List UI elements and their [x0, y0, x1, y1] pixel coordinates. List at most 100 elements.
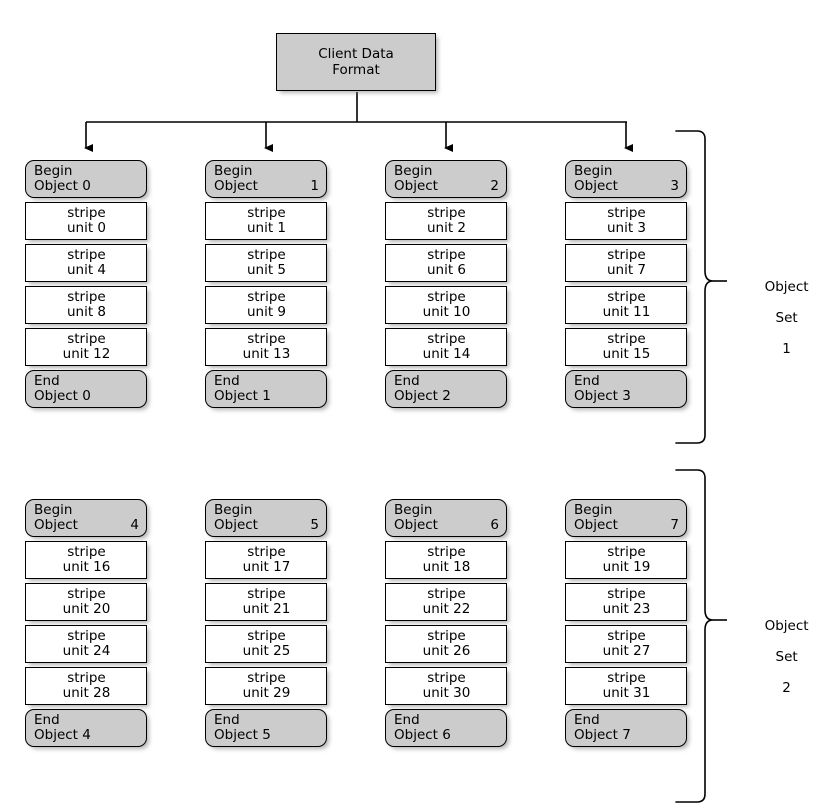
- object-set-2-line-2: Set: [775, 648, 798, 665]
- stripe-unit-line-1: stripe: [607, 627, 646, 644]
- stripe-unit-line-2: unit 31: [602, 685, 651, 701]
- begin-object-label: Begin: [574, 501, 613, 518]
- end-object-label: End: [574, 711, 600, 728]
- end-object-name: Object 2: [394, 388, 451, 404]
- stripe-unit-line-2: unit 16: [62, 559, 111, 575]
- end-object-label: End: [574, 372, 600, 389]
- stripe-unit-line-2: unit 3: [606, 220, 647, 236]
- begin-object-index: 6: [490, 517, 499, 533]
- stripe-unit-line-2: unit 10: [422, 304, 471, 320]
- end-object-label: End: [34, 372, 60, 389]
- stripe-unit-line-1: stripe: [247, 585, 286, 602]
- stripe-unit-line-2: unit 29: [242, 685, 291, 701]
- object-set-2-line-1: Object: [764, 617, 809, 634]
- stripe-unit-line-2: unit 18: [422, 559, 471, 575]
- end-object-name: Object 4: [34, 727, 91, 743]
- object-set-2-line-3: 2: [782, 679, 791, 696]
- stripe-unit-line-2: unit 26: [422, 643, 471, 659]
- begin-object-name-word: Object: [394, 178, 438, 194]
- stripe-unit-line-1: stripe: [247, 246, 286, 263]
- stripe-unit-line-1: stripe: [427, 330, 466, 347]
- begin-object-label: Begin: [394, 501, 433, 518]
- stripe-unit-line-2: unit 25: [242, 643, 291, 659]
- stripe-unit-line-2: unit 21: [242, 601, 291, 617]
- stripe-unit-line-2: unit 1: [246, 220, 287, 236]
- stripe-unit-line-2: unit 24: [62, 643, 111, 659]
- begin-object-label: Begin: [34, 501, 73, 518]
- stripe-unit-line-1: stripe: [247, 627, 286, 644]
- begin-object-index: 7: [670, 517, 679, 533]
- begin-object-index: 2: [490, 178, 499, 194]
- stripe-unit-line-1: stripe: [427, 543, 466, 560]
- stripe-unit-line-1: stripe: [427, 627, 466, 644]
- end-object-label: End: [394, 711, 420, 728]
- stripe-unit-line-1: stripe: [427, 669, 466, 686]
- stripe-unit-line-2: unit 28: [62, 685, 111, 701]
- stripe-unit-line-1: stripe: [427, 288, 466, 305]
- stripe-unit-line-2: unit 0: [66, 220, 107, 236]
- stripe-unit-line-1: stripe: [67, 669, 106, 686]
- root-node-client-data-format[interactable]: Client Data Format: [276, 33, 436, 91]
- stripe-unit-line-2: unit 17: [242, 559, 291, 575]
- stripe-unit-line-2: unit 19: [602, 559, 651, 575]
- stripe-unit-line-2: unit 13: [242, 346, 291, 362]
- begin-object-index: 4: [130, 517, 139, 533]
- root-node-line-2: Format: [332, 62, 380, 78]
- stripe-unit-line-1: stripe: [607, 246, 646, 263]
- end-object-name: Object 0: [34, 388, 91, 404]
- stripe-unit-line-2: unit 30: [422, 685, 471, 701]
- object-set-1-line-2: Set: [775, 309, 798, 326]
